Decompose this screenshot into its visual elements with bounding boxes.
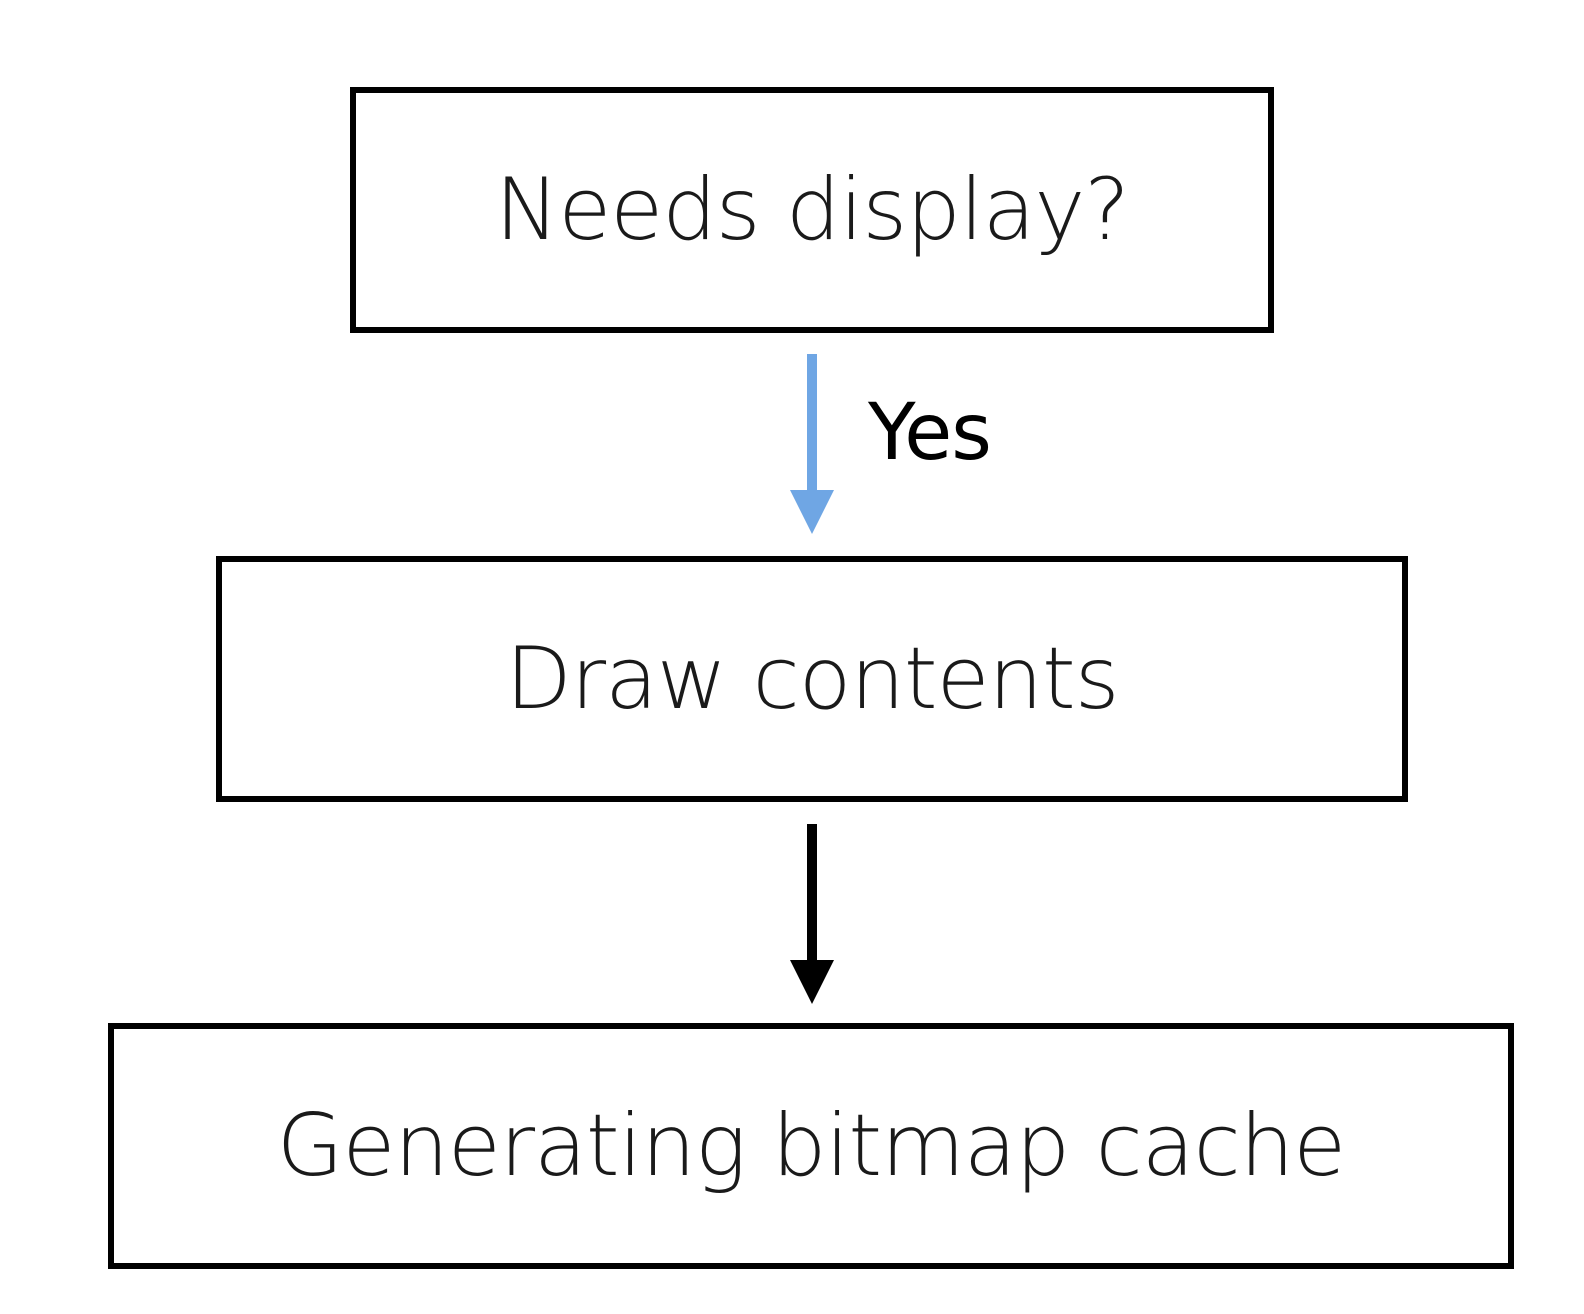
- process-box-draw-contents: Draw contents: [216, 556, 1408, 802]
- process-label: Draw contents: [505, 629, 1119, 729]
- decision-box-needs-display: Needs display?: [350, 87, 1274, 333]
- plain-arrow: [790, 824, 834, 1004]
- yes-edge-label: Yes: [868, 388, 992, 478]
- yes-arrow: [790, 354, 834, 534]
- process-label: Generating bitmap cache: [276, 1096, 1346, 1196]
- decision-label: Needs display?: [495, 160, 1130, 260]
- process-box-generating-cache: Generating bitmap cache: [108, 1023, 1514, 1269]
